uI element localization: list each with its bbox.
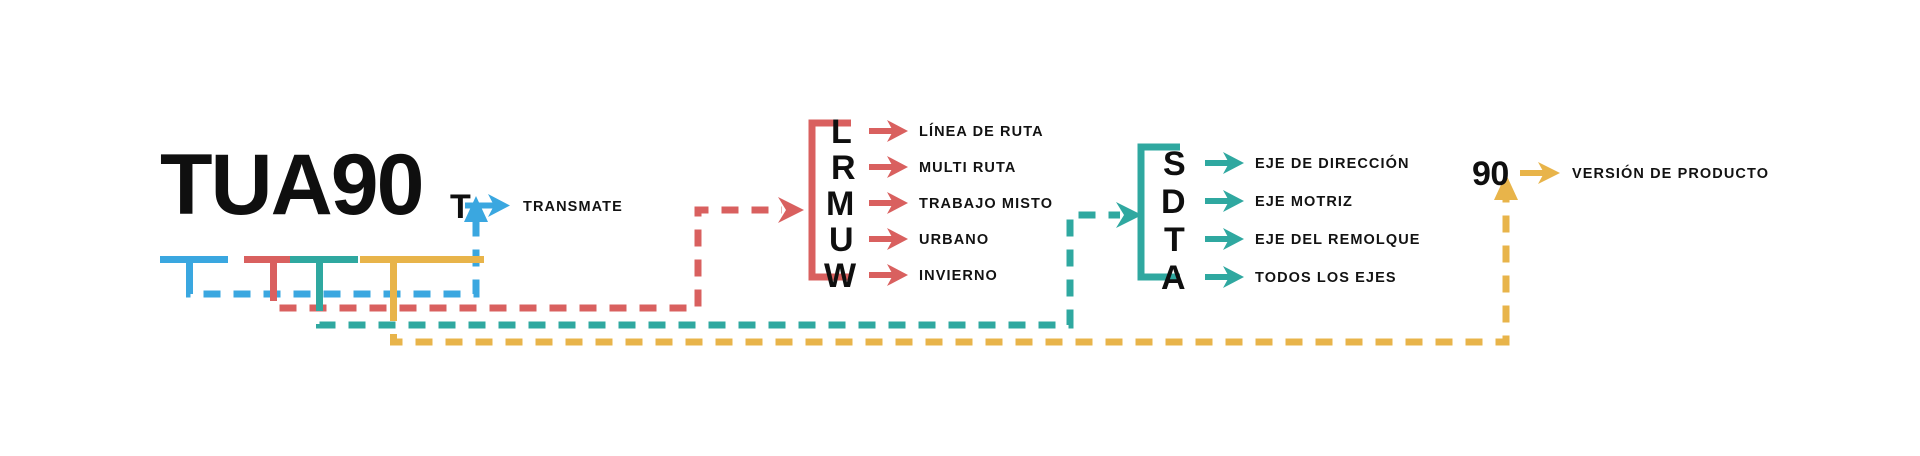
glyph-axle-T: T [1164, 221, 1185, 259]
label-urbano: URBANO [919, 232, 990, 248]
glyph-application-W: W [824, 257, 857, 295]
glyph-axle-S: S [1163, 145, 1186, 183]
label-eje-de-direccion: EJE DE DIRECCIÓN [1255, 156, 1410, 172]
label-version-de-producto: VERSIÓN DE PRODUCTO [1572, 166, 1770, 182]
glyph-axle-D: D [1161, 183, 1186, 221]
glyph-application-M: M [826, 185, 855, 223]
product-code: TUA90 [160, 137, 424, 233]
label-linea-de-ruta: LÍNEA DE RUTA [919, 124, 1044, 140]
glyph-axle-A: A [1161, 259, 1186, 297]
label-eje-motriz: EJE MOTRIZ [1255, 194, 1354, 210]
label-invierno: INVIERNO [919, 268, 998, 284]
label-trabajo-misto: TRABAJO MISTO [919, 196, 1054, 212]
label-transmate: TRANSMATE [523, 199, 623, 215]
label-todos-los-ejes: TODOS LOS EJES [1255, 270, 1397, 286]
glyph-application-L: L [831, 113, 852, 151]
glyph-version-90: 90 [1472, 155, 1509, 193]
label-multi-ruta: MULTI RUTA [919, 160, 1017, 176]
glyph-application-R: R [831, 149, 856, 187]
label-eje-del-remolque: EJE DEL REMOLQUE [1255, 232, 1421, 248]
glyph-brand-T: T [450, 188, 471, 226]
glyph-application-U: U [829, 221, 854, 259]
